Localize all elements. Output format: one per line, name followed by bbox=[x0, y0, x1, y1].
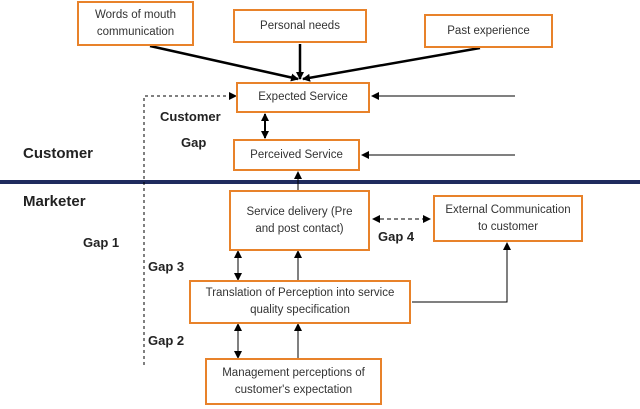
perceived-service-label: Perceived Service bbox=[250, 148, 343, 161]
arrow-past-to-expected bbox=[302, 46, 481, 82]
service-delivery-box: Service delivery (Pre and post contact) bbox=[229, 190, 370, 251]
translation-label: Translation of Perception into service q… bbox=[205, 287, 395, 316]
customer-section-label: Customer bbox=[23, 145, 94, 162]
management-perceptions-box: Management perceptions of customer's exp… bbox=[205, 358, 382, 405]
gap2-label: Gap 2 bbox=[148, 333, 185, 348]
word-of-mouth-label: Words of mouth communication bbox=[95, 8, 176, 38]
personal-needs-box: Personal needs bbox=[233, 9, 367, 43]
external-communication-box: External Communication to customer bbox=[433, 195, 583, 242]
past-experience-label: Past experience bbox=[447, 24, 530, 37]
marketer-section-label: Marketer bbox=[23, 193, 86, 210]
gap1-dashed-line bbox=[143, 92, 237, 365]
external-communication-label: External Communication to customer bbox=[445, 203, 571, 233]
expected-service-box: Expected Service bbox=[236, 82, 370, 113]
expected-service-label: Expected Service bbox=[258, 91, 348, 103]
personal-needs-label: Personal needs bbox=[260, 19, 340, 32]
arrow-wom-to-expected bbox=[149, 44, 299, 82]
service-delivery-label: Service delivery (Pre and post contact) bbox=[246, 205, 353, 235]
gap1-label: Gap 1 bbox=[83, 235, 120, 250]
arrow-translation-to-external bbox=[412, 242, 511, 303]
perceived-service-box: Perceived Service bbox=[233, 139, 360, 171]
past-experience-box: Past experience bbox=[424, 14, 553, 48]
customer-gap-label-line2: Gap bbox=[181, 135, 207, 150]
translation-box: Translation of Perception into service q… bbox=[189, 280, 411, 324]
gap4-label: Gap 4 bbox=[378, 229, 415, 244]
word-of-mouth-box: Words of mouth communication bbox=[77, 1, 194, 46]
gap3-label: Gap 3 bbox=[148, 259, 185, 274]
customer-gap-label-line1: Customer bbox=[160, 109, 221, 124]
management-perceptions-label: Management perceptions of customer's exp… bbox=[222, 366, 365, 396]
